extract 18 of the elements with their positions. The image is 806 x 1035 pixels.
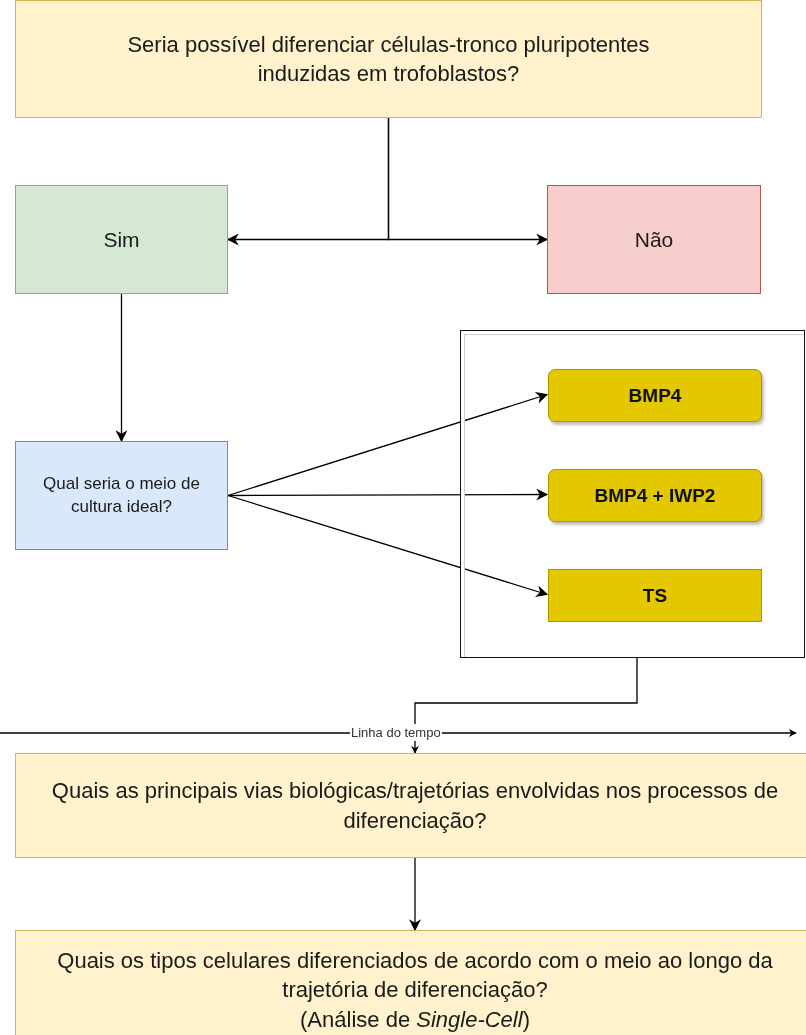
question-box: Seria possível diferenciar células-tronco pluripotentes induzidas em trofoblastos? bbox=[15, 0, 762, 118]
arrow bbox=[227, 494, 549, 598]
question-box: Quais as principais vias biológicas/trajetórias envolvidas nos processos de diferenciação? bbox=[15, 753, 806, 858]
group-frame bbox=[460, 330, 805, 658]
question-box: Quais os tipos celulares diferenciados de acordo com o meio ao longo da trajetória de diferenciação? (Análise de Single-Cell) bbox=[15, 930, 806, 1035]
medium-box: TS bbox=[548, 569, 762, 622]
timeline-label: Linha do tempo bbox=[350, 724, 442, 741]
answer-box: Não bbox=[547, 185, 761, 294]
question-box: Qual seria o meio de cultura ideal? bbox=[15, 441, 228, 550]
arrow bbox=[387, 117, 549, 246]
arrow bbox=[227, 392, 549, 497]
arrow bbox=[227, 488, 549, 501]
medium-box: BMP4 + IWP2 bbox=[548, 469, 762, 522]
arrow bbox=[409, 857, 421, 932]
arrow bbox=[411, 657, 638, 754]
arrow bbox=[115, 293, 128, 443]
medium-box: BMP4 bbox=[548, 369, 762, 422]
answer-box: Sim bbox=[15, 185, 228, 294]
